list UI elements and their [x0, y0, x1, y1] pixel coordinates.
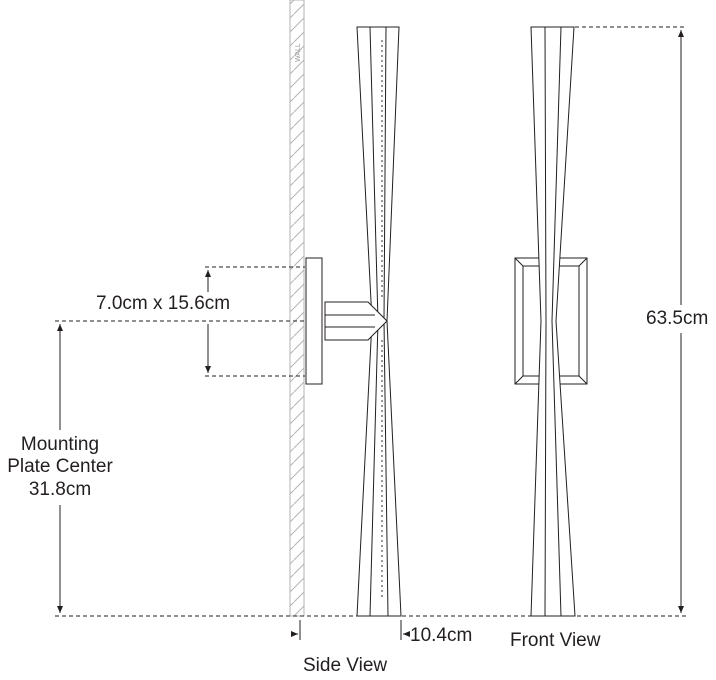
front-view-label: Front View [510, 630, 601, 651]
plate-size-label: 7.0cm x 15.6cm [96, 293, 231, 314]
side-mounting-plate [305, 257, 323, 385]
side-arm [324, 301, 388, 341]
side-view-lamp [305, 26, 402, 617]
extension-label: 10.4cm [410, 625, 473, 646]
side-view-label: Side View [303, 655, 388, 676]
height-label: 63.5cm [646, 307, 709, 330]
mounting-value: 31.8cm [28, 479, 92, 500]
mounting-label-line2: Plate Center [7, 456, 113, 477]
mounting-label-line1: Mounting [20, 434, 100, 455]
front-view-lamp [514, 26, 588, 617]
dimension-lines [55, 26, 686, 640]
wall-label: WALL [295, 43, 302, 62]
wall: WALL [289, 0, 305, 617]
